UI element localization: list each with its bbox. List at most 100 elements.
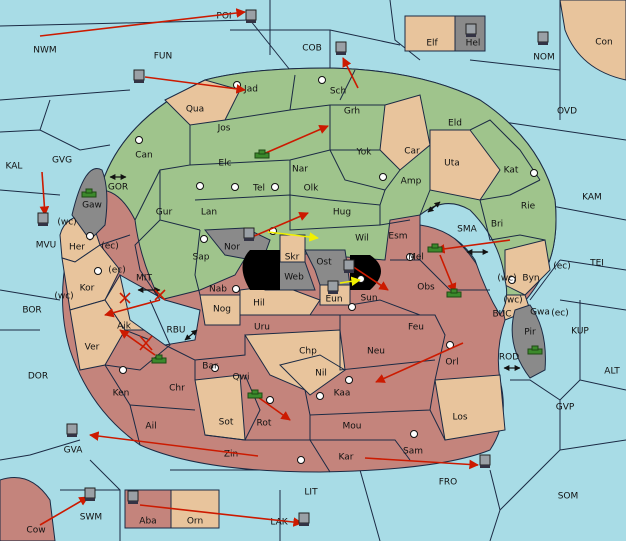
channel (242, 250, 381, 290)
sea-label-fro: FRO (439, 478, 458, 488)
fleet-icon[interactable] (84, 487, 96, 501)
sea-label-mit: MIT (136, 274, 152, 284)
sea-label-lak: LAK (270, 518, 288, 528)
land-label-obs: Obs (417, 283, 435, 293)
sea-label-alt: ALT (604, 367, 620, 377)
land-label-ken: Ken (113, 389, 130, 399)
region-pir[interactable] (511, 304, 546, 379)
sea-label-con: Con (595, 38, 613, 48)
sea-sma (419, 203, 508, 316)
sea-label-rbu: RBU (166, 326, 185, 336)
sea-label-cow: Cow (26, 526, 45, 536)
region-gaw[interactable] (71, 168, 108, 241)
coast-label: (wc) (57, 218, 76, 228)
land-label-sot: Sot (219, 418, 234, 428)
region-uta[interactable] (429, 129, 501, 201)
land-label-nar: Nar (292, 165, 308, 175)
support-arrows (267, 231, 361, 287)
land-label-zin: Zin (224, 450, 238, 460)
land-label-qwi: Qwi (233, 373, 250, 383)
land-label-uta: Uta (444, 159, 460, 169)
army-icon[interactable] (254, 149, 270, 159)
fleet-icon[interactable] (127, 490, 139, 504)
sea-label-tei: TEI (589, 259, 604, 269)
land-label-rie: Rie (521, 202, 536, 212)
fleet-icon[interactable] (37, 212, 49, 226)
coast-label: (wc) (503, 296, 522, 306)
region-elf[interactable] (404, 15, 456, 52)
coast-label: (wc) (497, 274, 516, 284)
fleet-icon[interactable] (537, 31, 549, 45)
fleet-icon[interactable] (245, 9, 257, 23)
fleet-icon[interactable] (343, 259, 355, 273)
fleet-icon[interactable] (298, 512, 310, 526)
land-label-hel: Hel (466, 39, 481, 49)
fleet-icon[interactable] (465, 23, 477, 37)
sea-label-kal: KAL (6, 162, 23, 172)
land-label-olk: Olk (304, 184, 320, 194)
land-label-orl: Orl (445, 358, 458, 368)
land-label-gwa: Gwa (530, 308, 550, 318)
land-label-eun: Eun (325, 295, 342, 305)
land-label-rot: Rot (257, 419, 272, 429)
army-icon[interactable] (151, 354, 167, 364)
sea-label-ovd: OVD (557, 107, 577, 117)
army-icon[interactable] (427, 243, 443, 253)
land-label-grh: Grh (344, 107, 360, 117)
land-label-neu: Neu (367, 347, 385, 357)
province-borders (99, 69, 546, 473)
fleet-icon[interactable] (327, 280, 339, 294)
land-label-sch: Sch (330, 87, 346, 97)
region-car[interactable] (379, 94, 431, 171)
land-label-her: Her (69, 243, 85, 253)
land-label-hug: Hug (333, 208, 351, 218)
region-los[interactable] (434, 374, 506, 441)
land-label-sam: Sam (403, 447, 423, 457)
sea-label-dor: DOR (28, 372, 48, 382)
land-label-nor: Nor (224, 243, 240, 253)
fleet-icon[interactable] (243, 227, 255, 241)
supply-centers (86, 76, 538, 464)
army-icon[interactable] (81, 188, 97, 198)
fleet-icon[interactable] (133, 69, 145, 83)
land-label-nil: Nil (315, 369, 327, 379)
land-label-jad: Jad (243, 85, 258, 95)
land-label-orn: Orn (187, 517, 203, 527)
sea-label-nom: NOM (533, 53, 555, 63)
region-ver[interactable] (69, 299, 126, 371)
sea-label-sma: SMA (457, 225, 477, 235)
army-icon[interactable] (247, 389, 263, 399)
land-label-aba: Aba (139, 517, 156, 527)
land-label-ost: Ost (316, 258, 332, 268)
sea-label-mvu: MVU (36, 241, 57, 251)
land-label-jos: Jos (217, 124, 231, 134)
sea-label-gor: GOR (108, 183, 128, 193)
fleet-icon[interactable] (66, 423, 78, 437)
fleet-units (37, 9, 549, 526)
sea-label-gva: GVA (64, 446, 84, 456)
land-label-yok: Yok (355, 148, 372, 158)
sea-label-bor: BOR (22, 306, 41, 316)
land-label-skr: Skr (285, 253, 300, 263)
region-nil[interactable] (279, 354, 346, 396)
fleet-icon[interactable] (479, 454, 491, 468)
sea-label-nwm: NWM (33, 46, 56, 56)
sea-label-gvg: GVG (52, 156, 72, 166)
land-label-esm: Esm (388, 232, 407, 242)
sea-label-kup: KUP (571, 327, 589, 337)
land-label-bri: Bri (491, 220, 503, 230)
land-label-wil: Wil (355, 234, 369, 244)
army-icon[interactable] (527, 345, 543, 355)
army-icon[interactable] (446, 288, 462, 298)
fleet-icon[interactable] (335, 41, 347, 55)
land-label-kaa: Kaa (334, 389, 351, 399)
land-label-gur: Gur (156, 208, 173, 218)
land-label-uru: Uru (254, 323, 270, 333)
sea-label-kam: KAM (582, 193, 602, 203)
order-arrows (39, 8, 511, 527)
land-label-los: Los (452, 413, 467, 423)
sea-label-som: SOM (558, 492, 579, 502)
land-label-bar: Bar (202, 362, 218, 372)
